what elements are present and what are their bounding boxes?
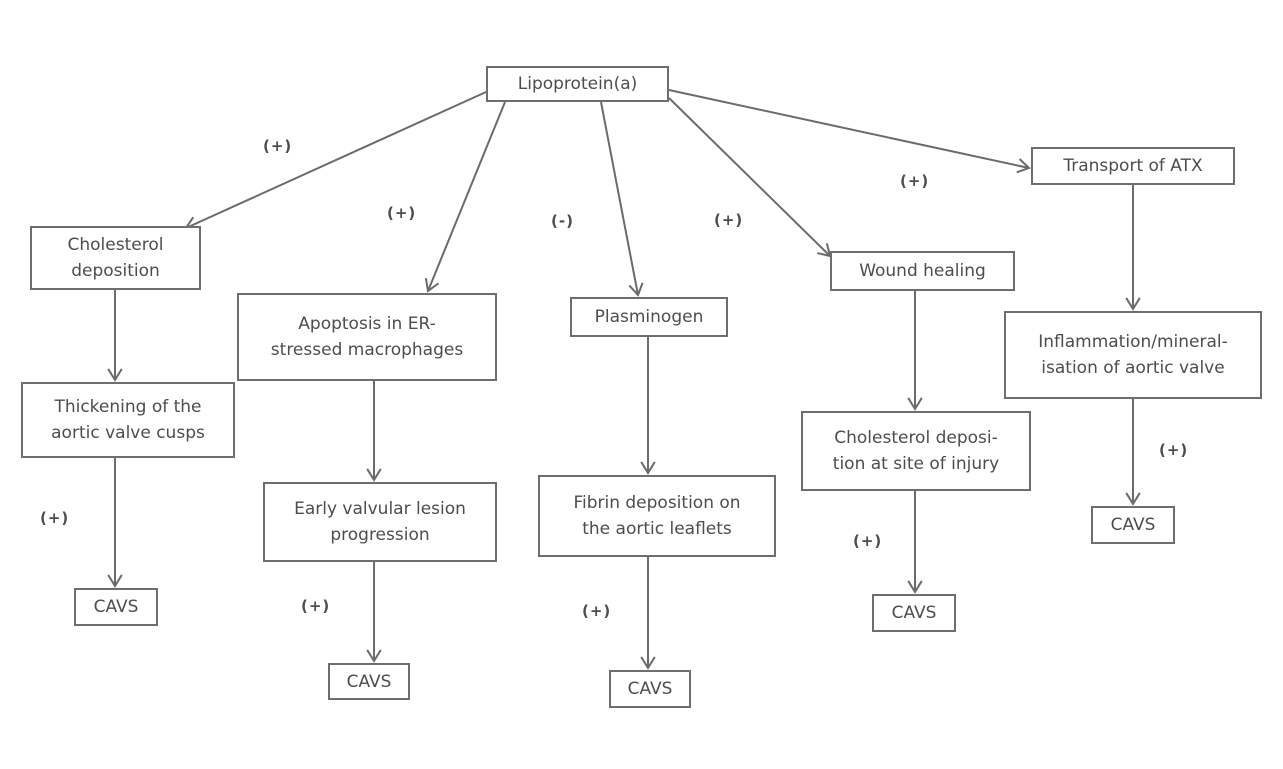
arrow-wound-healing-to-cholesterol-injury (907, 291, 923, 411)
arrow-lpa-to-wound-healing (668, 97, 832, 258)
node-cavs-3: CAVS (609, 670, 691, 708)
node-fibrin-deposition-aortic-leaflets: Fibrin deposition on the aortic leaflets (538, 475, 776, 557)
sign-lpa-to-wound-healing: (+) (714, 211, 744, 229)
arrow-inflammation-to-cavs (1125, 399, 1141, 506)
arrow-plasminogen-to-fibrin (640, 337, 656, 475)
arrowhead-icon (1016, 158, 1031, 174)
node-inflammation-mineralisation-aortic-valve: Inflammation/mineral- isation of aortic … (1004, 311, 1262, 399)
sign-early-lesion-to-cavs: (+) (301, 597, 331, 615)
sign-lpa-to-apoptosis: (+) (387, 204, 417, 222)
sign-lpa-to-cholesterol: (+) (263, 137, 293, 155)
arrow-shaft (600, 101, 639, 296)
node-lipoprotein-a: Lipoprotein(a) (486, 66, 669, 102)
arrow-early-lesion-to-cavs (366, 562, 382, 663)
node-cavs-1: CAVS (74, 588, 158, 626)
arrow-thickening-to-cavs (107, 458, 123, 588)
arrow-shaft (427, 101, 506, 292)
arrowhead-icon (1125, 297, 1141, 311)
arrowhead-icon (640, 461, 656, 475)
arrow-fibrin-to-cavs (640, 557, 656, 670)
sign-lpa-to-transport-atx: (+) (900, 172, 930, 190)
arrow-apoptosis-to-early-lesion (366, 381, 382, 482)
arrowhead-icon (1125, 492, 1141, 506)
node-cholesterol-deposition-injury: Cholesterol deposi- tion at site of inju… (801, 411, 1031, 491)
sign-fibrin-to-cavs: (+) (582, 602, 612, 620)
arrowhead-icon (366, 468, 382, 482)
node-plasminogen: Plasminogen (570, 297, 728, 337)
sign-thickening-to-cavs: (+) (40, 509, 70, 527)
arrowhead-icon (907, 397, 923, 411)
arrowhead-icon (640, 656, 656, 670)
arrow-cholesterol-to-thickening (107, 290, 123, 382)
arrow-transport-atx-to-inflammation (1125, 185, 1141, 311)
node-cholesterol-deposition: Cholesterol deposition (30, 226, 201, 290)
node-transport-of-atx: Transport of ATX (1031, 147, 1235, 185)
arrow-cholesterol-injury-to-cavs (907, 491, 923, 594)
arrow-shaft (668, 89, 1030, 169)
node-wound-healing: Wound healing (830, 251, 1015, 291)
arrow-lpa-to-transport-atx (668, 89, 1031, 174)
sign-inflammation-to-cavs: (+) (1159, 441, 1189, 459)
arrow-lpa-to-apoptosis (424, 101, 506, 293)
arrow-shaft (668, 97, 831, 257)
node-early-valvular-lesion-progression: Early valvular lesion progression (263, 482, 497, 562)
arrowhead-icon (366, 649, 382, 663)
node-cavs-4: CAVS (872, 594, 956, 632)
node-cavs-5: CAVS (1091, 506, 1175, 544)
sign-cholesterol-injury-to-cavs: (+) (853, 532, 883, 550)
node-apoptosis-er-stressed-macrophages: Apoptosis in ER- stressed macrophages (237, 293, 497, 381)
arrow-shaft (185, 91, 487, 229)
arrowhead-icon (907, 580, 923, 594)
arrowhead-icon (424, 278, 440, 293)
arrowhead-icon (107, 368, 123, 382)
node-thickening-aortic-valve-cusps: Thickening of the aortic valve cusps (21, 382, 235, 458)
arrow-lpa-to-cholesterol (184, 91, 487, 231)
arrow-lpa-to-plasminogen (600, 101, 644, 297)
arrowhead-icon (628, 282, 644, 297)
sign-lpa-to-plasminogen: (-) (551, 212, 574, 230)
arrowhead-icon (107, 574, 123, 588)
node-cavs-2: CAVS (328, 663, 410, 700)
